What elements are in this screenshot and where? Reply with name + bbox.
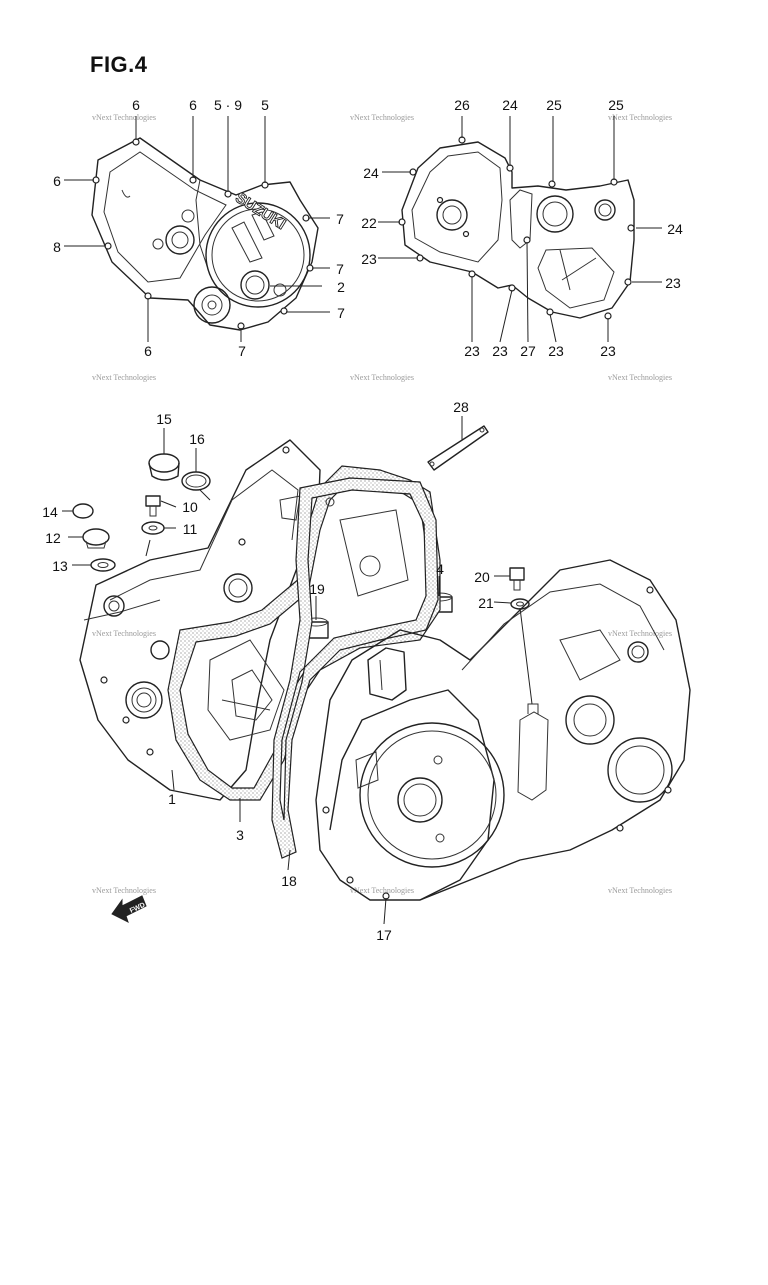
- watermark: vNext Technologies: [92, 629, 156, 638]
- watermarks: vNext Technologies vNext Technologies vN…: [92, 113, 672, 895]
- callout-c23f: 23: [665, 275, 681, 291]
- callout-c7d: 7: [238, 343, 246, 359]
- callout-c12: 12: [45, 530, 61, 546]
- callout-c15: 15: [156, 411, 172, 427]
- crankcase-left: [79, 439, 321, 801]
- callout-c7b: 7: [336, 261, 344, 277]
- watermark: vNext Technologies: [608, 629, 672, 638]
- callout-c24a: 24: [502, 97, 518, 113]
- callout-c6d: 6: [144, 343, 152, 359]
- callout-c8: 8: [53, 239, 61, 255]
- callout-c13: 13: [52, 558, 68, 574]
- clutch-cover: SUZUKI: [91, 137, 319, 331]
- callout-c25a: 25: [546, 97, 562, 113]
- callout-c23b: 23: [464, 343, 480, 359]
- callout-c18: 18: [281, 873, 297, 889]
- callout-c6b: 6: [189, 97, 197, 113]
- callout-c27: 27: [520, 343, 536, 359]
- watermark: vNext Technologies: [608, 373, 672, 382]
- leader-lines: [62, 116, 662, 925]
- callout-c11: 11: [183, 521, 198, 537]
- callout-c7c: 7: [337, 305, 345, 321]
- watermark: vNext Technologies: [92, 373, 156, 382]
- callout-c24b: 24: [363, 165, 379, 181]
- watermark: vNext Technologies: [92, 886, 156, 895]
- callout-c1: 1: [168, 791, 176, 807]
- callout-c10: 10: [182, 499, 198, 515]
- watermark: vNext Technologies: [350, 373, 414, 382]
- callout-c6a: 6: [132, 97, 140, 113]
- part-28-plate: [427, 425, 489, 471]
- callout-c59: 5 · 9: [214, 97, 242, 113]
- callout-c16: 16: [189, 431, 205, 447]
- watermark: vNext Technologies: [350, 886, 414, 895]
- cover-brand-text: SUZUKI: [232, 189, 288, 233]
- callout-c20: 20: [474, 569, 490, 585]
- callout-c6c: 6: [53, 173, 61, 189]
- callout-c7a: 7: [336, 211, 344, 227]
- fwd-arrow: FWD: [111, 895, 147, 923]
- watermark: vNext Technologies: [608, 886, 672, 895]
- callout-c5: 5: [261, 97, 269, 113]
- callout-c14: 14: [42, 504, 58, 520]
- callout-c4: 4: [436, 561, 444, 577]
- callout-c3: 3: [236, 827, 244, 843]
- callout-c21: 21: [478, 595, 494, 611]
- callout-c25b: 25: [608, 97, 624, 113]
- watermark: vNext Technologies: [350, 113, 414, 122]
- callout-c23a: 23: [361, 251, 377, 267]
- callout-c23d: 23: [548, 343, 564, 359]
- callout-c28: 28: [453, 399, 469, 415]
- gasket-18: [271, 477, 439, 859]
- figure-title: FIG.4: [90, 52, 148, 77]
- watermark: vNext Technologies: [608, 113, 672, 122]
- callout-c23c: 23: [492, 343, 508, 359]
- callout-c23e: 23: [600, 343, 616, 359]
- callout-c17: 17: [376, 927, 392, 943]
- magneto-cover: [398, 136, 635, 320]
- callout-c2: 2: [337, 279, 345, 295]
- watermark: vNext Technologies: [92, 113, 156, 122]
- crankcase-right: [315, 559, 691, 901]
- callout-c24c: 24: [667, 221, 683, 237]
- callout-c19: 19: [309, 581, 325, 597]
- callout-c26: 26: [454, 97, 470, 113]
- callout-c22: 22: [361, 215, 377, 231]
